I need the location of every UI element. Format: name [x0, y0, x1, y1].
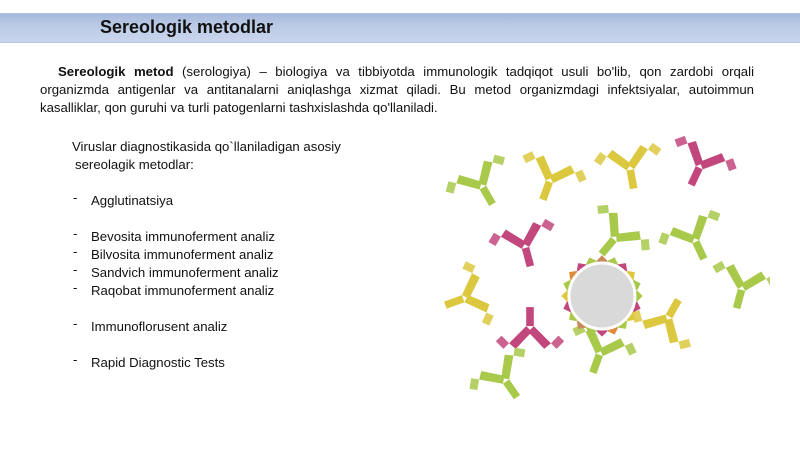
bullet-dash: - [73, 226, 78, 241]
method-label: Rapid Diagnostic Tests [91, 355, 225, 370]
antibody-icon [441, 150, 523, 222]
method-item: -Bilvosita immunoferment analiz [72, 244, 402, 264]
bullet-dash: - [73, 262, 78, 277]
method-label: Agglutinatsiya [91, 193, 174, 208]
slide-title: Sereologik metodlar [100, 17, 274, 37]
antibody-antigen-illustration [433, 132, 770, 417]
list-heading: Viruslar diagnostikasida qo`llaniladigan… [72, 138, 402, 174]
method-item: -Sandvich immunoferment analiz [72, 262, 402, 282]
virus-body [567, 261, 637, 331]
list-gap [72, 336, 402, 354]
antibody-icon [510, 148, 590, 212]
method-item: -Agglutinatsiya [72, 190, 402, 210]
methods-list-block: Viruslar diagnostikasida qo`llaniladigan… [72, 138, 402, 372]
antibody-icon [495, 307, 565, 349]
list-heading-line1: Viruslar diagnostikasida qo`llaniladigan… [72, 139, 341, 154]
method-item: -Immunoflorusent analiz [72, 316, 402, 336]
method-item: -Rapid Diagnostic Tests [72, 352, 402, 372]
method-label: Bilvosita immunoferment analiz [91, 247, 274, 262]
method-label: Raqobat immunoferment analiz [91, 283, 275, 298]
antibody-icon [433, 258, 497, 338]
bullet-dash: - [73, 352, 78, 367]
list-gap [72, 210, 402, 228]
method-group: -Agglutinatsiya [72, 190, 402, 210]
intro-bold-term: Sereologik metod [58, 64, 174, 79]
intro-paragraph: Sereologik metod (serologiya) – biologiy… [40, 63, 754, 117]
method-group: -Bevosita immunoferment analiz-Bilvosita… [72, 226, 402, 300]
method-label: Sandvich immunoferment analiz [91, 265, 279, 280]
antibody-icon [486, 216, 564, 276]
antibody-icon [703, 258, 770, 318]
antibody-icon [592, 141, 668, 195]
method-groups: -Agglutinatsiya-Bevosita immunoferment a… [72, 174, 402, 372]
method-label: Immunoflorusent analiz [91, 319, 228, 334]
bullet-dash: - [73, 190, 78, 205]
method-item: -Bevosita immunoferment analiz [72, 226, 402, 246]
antibody-icon [660, 132, 740, 200]
method-group: -Rapid Diagnostic Tests [72, 352, 402, 372]
method-group: -Immunoflorusent analiz [72, 316, 402, 336]
bullet-dash: - [73, 280, 78, 295]
bullet-dash: - [73, 244, 78, 259]
bullet-dash: - [73, 316, 78, 331]
title-bar: Sereologik metodlar [0, 13, 800, 43]
list-heading-line2: sereolagik metodlar: [75, 157, 194, 172]
list-gap [72, 300, 402, 318]
method-label: Bevosita immunoferment analiz [91, 229, 275, 244]
method-item: -Raqobat immunoferment analiz [72, 280, 402, 300]
list-gap [72, 174, 402, 192]
intro-text: (serologiya) – biologiya va tibbiyotda i… [40, 64, 755, 115]
antibody-icon [464, 343, 546, 417]
virus-particle [561, 255, 643, 337]
